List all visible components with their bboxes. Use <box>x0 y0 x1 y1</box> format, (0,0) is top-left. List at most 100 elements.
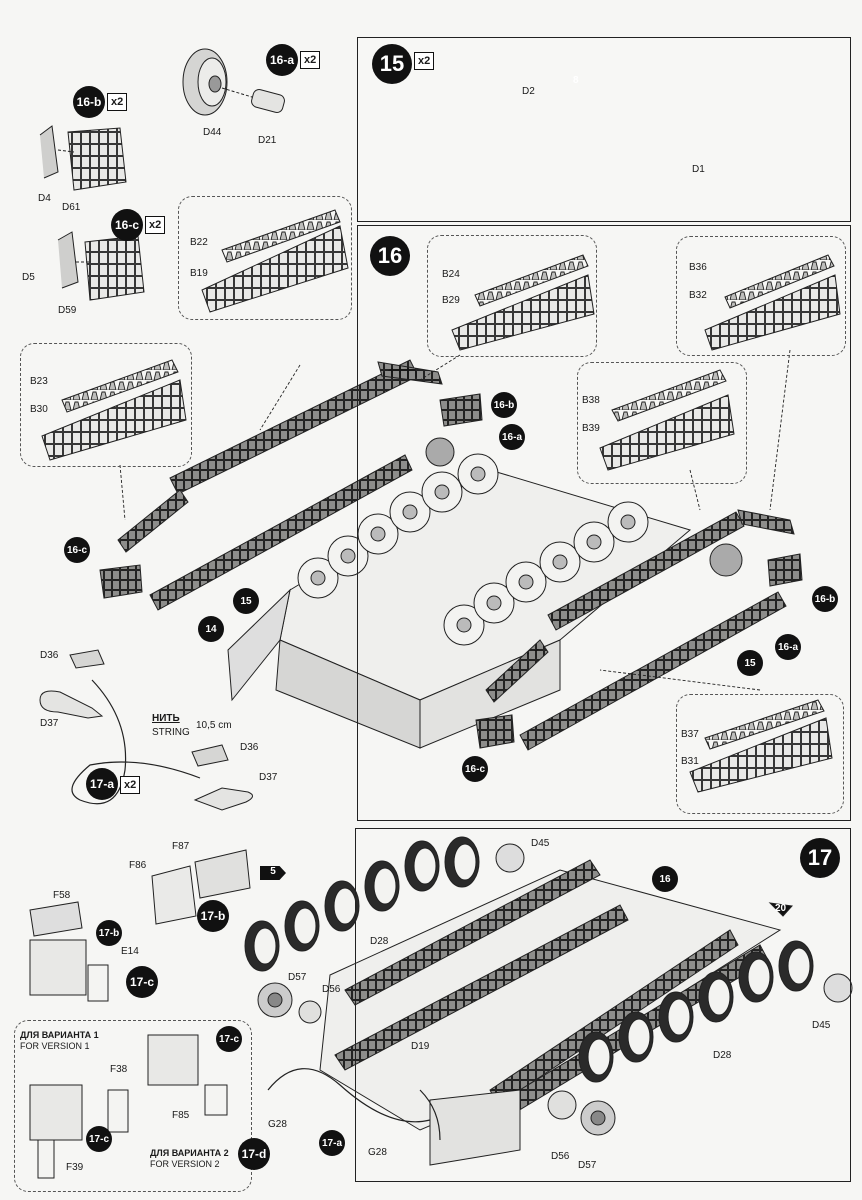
ref-badge-16a: 16-a <box>775 634 801 660</box>
part-label-D61: D61 <box>62 202 81 213</box>
part-label-B31: B31 <box>681 756 699 767</box>
ref-badge-16c: 16-c <box>462 756 488 782</box>
part-label-G28: G28 <box>268 1119 287 1130</box>
part-label-D36: D36 <box>40 650 59 661</box>
flag-5-text: 5 <box>270 866 276 877</box>
detail-box-b38-b39 <box>577 362 747 484</box>
step-15-panel <box>357 37 851 222</box>
subassembly-17b-badge: 17-b <box>197 900 229 932</box>
part-label-D57: D57 <box>288 972 307 983</box>
part-label-F87: F87 <box>172 841 190 852</box>
part-label-E14: E14 <box>121 946 139 957</box>
ref-badge-14: 14 <box>198 616 224 642</box>
flag-8: 8 <box>573 75 579 86</box>
part-label-B39: B39 <box>582 423 600 434</box>
part-label-D44: D44 <box>203 127 222 138</box>
detail-box-b24-b29 <box>427 235 597 357</box>
step-15-badge: 15 <box>372 44 412 84</box>
part-label-F85: F85 <box>172 1110 190 1121</box>
detail-box-b36-b32 <box>676 236 846 356</box>
subassembly-16c-qty: x2 <box>145 216 166 234</box>
detail-box-b23-b30 <box>20 343 192 467</box>
ref-badge-16a: 16-a <box>499 424 525 450</box>
version-2-en: FOR VERSION 2 <box>150 1159 220 1169</box>
subassembly-17a-badge: 17-a <box>86 768 118 800</box>
version-1-ru: ДЛЯ ВАРИАНТА 1 <box>20 1030 99 1040</box>
subassembly-16b-badge: 16-b <box>73 86 105 118</box>
part-label-B37: B37 <box>681 729 699 740</box>
part-label-D45: D45 <box>812 1020 831 1031</box>
ref-badge-16: 16 <box>652 866 678 892</box>
subassembly-17d-badge: 17-d <box>238 1138 270 1170</box>
step16-hull <box>99 349 803 751</box>
version-1-en: FOR VERSION 1 <box>20 1041 90 1051</box>
string-label-en: STRING <box>152 727 190 738</box>
subassembly-17a-qty: x2 <box>120 776 141 794</box>
part-label-F39: F39 <box>66 1162 84 1173</box>
subassembly-17c-badge: 17-c <box>126 966 158 998</box>
top-left-parts <box>39 48 285 301</box>
part-label-G28: G28 <box>368 1147 387 1158</box>
ref-badge-15: 15 <box>737 650 763 676</box>
part-label-B30: B30 <box>30 404 48 415</box>
string-length: 10,5 cm <box>196 720 232 731</box>
step-17-panel <box>355 828 851 1182</box>
part-label-D56: D56 <box>322 984 341 995</box>
part-label-D2: D2 <box>522 86 535 97</box>
part-label-B22: B22 <box>190 237 208 248</box>
part-label-D59: D59 <box>58 305 77 316</box>
flag-5: 5 <box>260 866 286 880</box>
step-17-badge: 17 <box>800 838 840 878</box>
part-label-B24: B24 <box>442 269 460 280</box>
part-label-B29: B29 <box>442 295 460 306</box>
part-label-D28: D28 <box>713 1050 732 1061</box>
part-label-D19: D19 <box>411 1041 430 1052</box>
part-label-F58: F58 <box>53 890 71 901</box>
part-label-D36: D36 <box>240 742 259 753</box>
ref-badge-17c: 17-c <box>86 1126 112 1152</box>
ref-badge-16b: 16-b <box>812 586 838 612</box>
part-label-B32: B32 <box>689 290 707 301</box>
subassembly-16a-qty: x2 <box>300 51 321 69</box>
part-label-D28: D28 <box>370 936 389 947</box>
flag-20: 20 <box>775 903 787 914</box>
step17-hull <box>244 836 853 1166</box>
part-label-B23: B23 <box>30 376 48 387</box>
part-label-B36: B36 <box>689 262 707 273</box>
part-label-D37: D37 <box>40 718 59 729</box>
part-label-D45: D45 <box>531 838 550 849</box>
part-label-D37: D37 <box>259 772 278 783</box>
detail-box-b37-b31 <box>676 694 844 814</box>
step-15-qty: x2 <box>414 52 435 70</box>
part-label-D5: D5 <box>22 272 35 283</box>
subassembly-16c-badge: 16-c <box>111 209 143 241</box>
step-16-panel <box>357 225 851 821</box>
ref-badge-17c: 17-c <box>216 1026 242 1052</box>
part-label-D21: D21 <box>258 135 277 146</box>
part-label-B38: B38 <box>582 395 600 406</box>
ref-badge-16b: 16-b <box>491 392 517 418</box>
part-label-B19: B19 <box>190 268 208 279</box>
part-label-F38: F38 <box>110 1064 128 1075</box>
subassembly-16b-qty: x2 <box>107 93 128 111</box>
part-label-D1: D1 <box>692 164 705 175</box>
ref-badge-17a: 17-a <box>319 1130 345 1156</box>
string-label-ru: НИТЬ <box>152 713 180 724</box>
part-label-D57: D57 <box>578 1160 597 1171</box>
ref-badge-17b: 17-b <box>96 920 122 946</box>
step-16-badge: 16 <box>370 236 410 276</box>
part-label-D4: D4 <box>38 193 51 204</box>
version-2-ru: ДЛЯ ВАРИАНТА 2 <box>150 1148 229 1158</box>
ref-badge-16c: 16-c <box>64 537 90 563</box>
track-detail-boxes <box>41 209 841 793</box>
detail-box-b22-b19 <box>178 196 352 320</box>
version-box <box>14 1020 252 1192</box>
ref-badge-15: 15 <box>233 588 259 614</box>
step17a-string <box>39 649 253 811</box>
part-label-D56: D56 <box>551 1151 570 1162</box>
part-label-F86: F86 <box>129 860 147 871</box>
subassembly-16a-badge: 16-a <box>266 44 298 76</box>
step17-fenders <box>29 849 251 1179</box>
